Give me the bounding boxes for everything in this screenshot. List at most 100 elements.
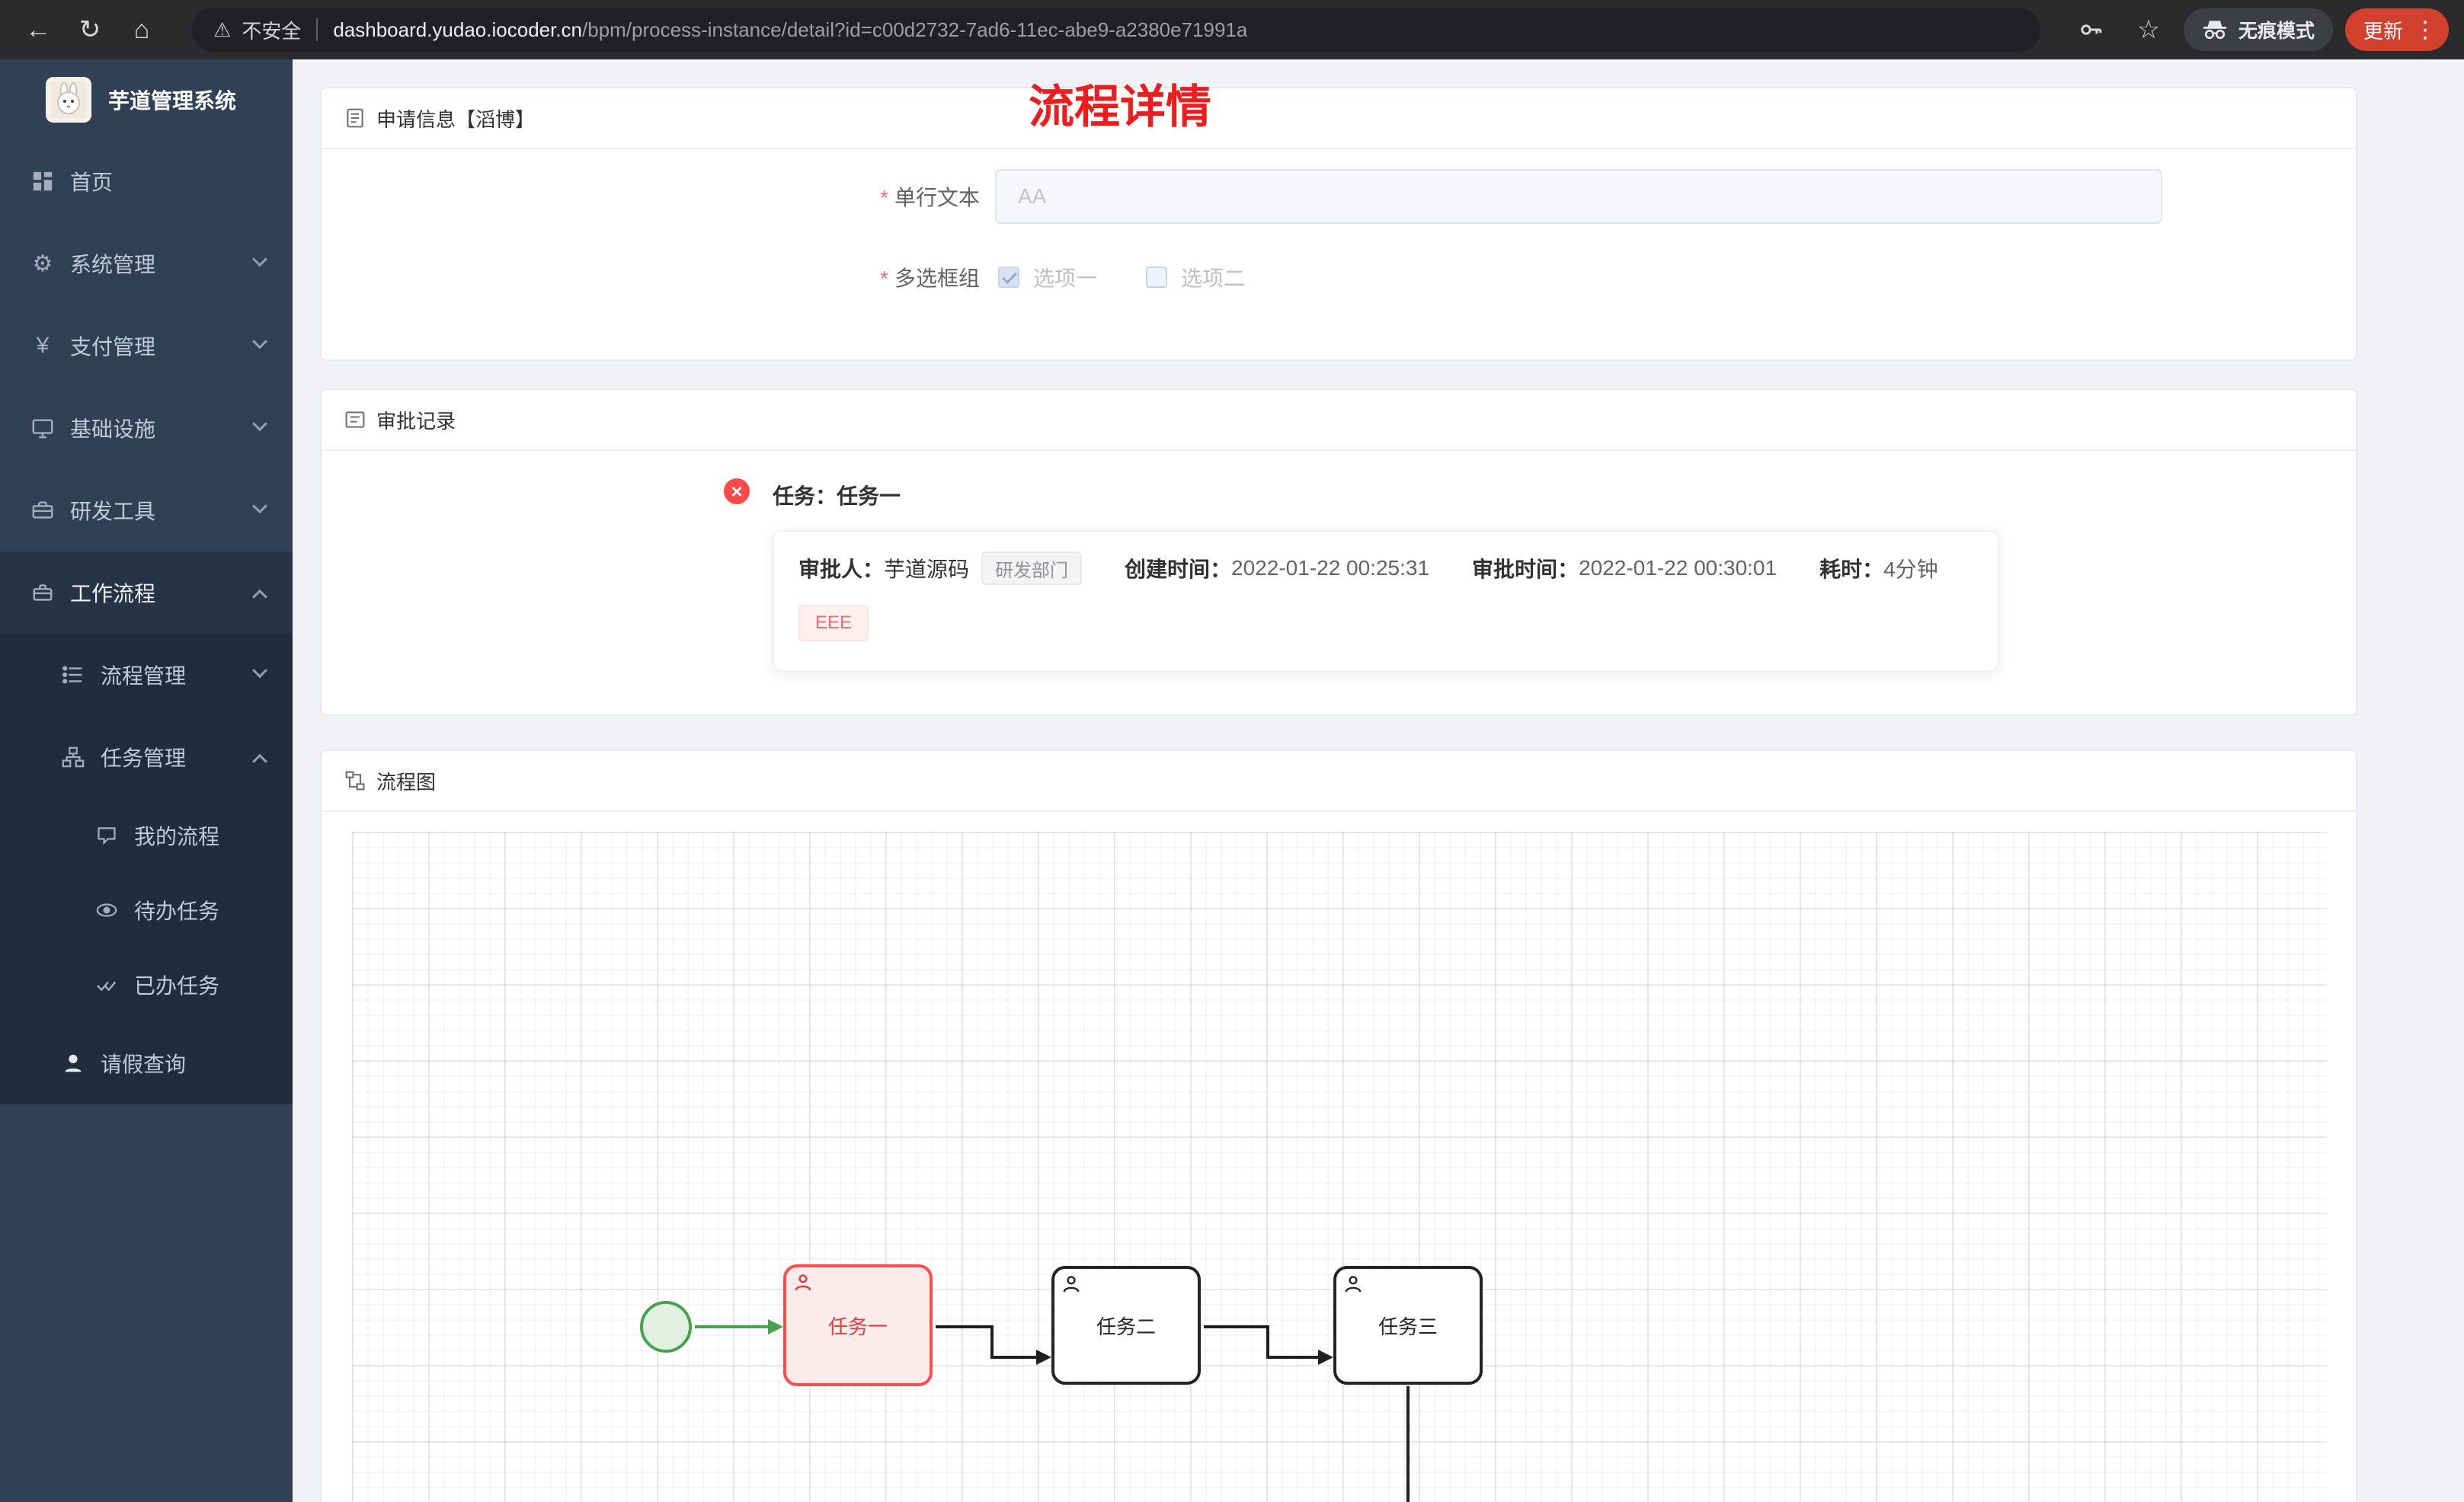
sidebar-item-infra[interactable]: 基础设施 <box>0 387 293 469</box>
sidebar-item-todo-tasks[interactable]: 待办任务 <box>0 873 293 948</box>
chevron-down-icon <box>252 416 267 432</box>
diagram-icon <box>344 770 366 791</box>
bookmark-star-icon[interactable]: ☆ <box>2136 15 2161 44</box>
browser-menu-icon[interactable]: ⋮ <box>2414 17 2437 43</box>
text-field-row: *单行文本 <box>322 169 2356 224</box>
update-button[interactable]: 更新 ⋮ <box>2344 8 2449 51</box>
approval-record-title: 审批记录 <box>376 409 456 433</box>
chevron-down-icon <box>252 334 267 350</box>
required-mark: * <box>880 186 888 209</box>
toolbar-right-cluster: ☆ 无痕模式 更新 ⋮ <box>2068 7 2449 53</box>
checkbox-option-label: 选项一 <box>1033 267 1098 290</box>
sidebar-item-leave-query[interactable]: 请假查询 <box>0 1022 293 1104</box>
process-diagram-title: 流程图 <box>376 770 437 794</box>
address-bar[interactable]: ⚠ 不安全 dashboard.yudao.iocoder.cn/bpm/pro… <box>192 8 2040 52</box>
single-line-text-input[interactable] <box>995 169 2162 224</box>
dashboard-icon <box>30 169 55 193</box>
document-icon <box>344 107 366 129</box>
sidebar-item-label: 首页 <box>70 171 114 194</box>
sidebar-item-label: 研发工具 <box>70 500 156 523</box>
url-domain: dashboard.yudao.iocoder.cn <box>333 18 583 41</box>
user-task-icon <box>1062 1275 1080 1293</box>
sidebar-item-label: 任务管理 <box>101 746 187 770</box>
checkbox-group-label: *多选框组 <box>880 267 980 290</box>
checkbox-unchecked-icon[interactable] <box>1146 267 1168 288</box>
bpmn-edges <box>695 1319 1410 1502</box>
password-key-icon[interactable] <box>2068 7 2114 53</box>
warning-icon: ⚠ <box>213 18 232 41</box>
page-title: 流程详情 <box>1029 81 1211 133</box>
logo-avatar <box>46 77 91 123</box>
rejected-status-icon: × <box>724 478 750 504</box>
toolbox-icon <box>30 498 55 523</box>
sidebar-item-label: 基础设施 <box>70 417 156 441</box>
process-diagram-card: 流程图 任务一 <box>320 749 2357 1502</box>
sidebar-item-task-mgmt[interactable]: 任务管理 <box>0 716 293 798</box>
bpmn-task-2[interactable]: 任务二 <box>1051 1266 1201 1385</box>
sidebar-item-label: 待办任务 <box>134 900 220 923</box>
flow-tree-icon <box>61 745 85 769</box>
approver-label: 审批人： <box>798 558 885 581</box>
sidebar-item-label: 支付管理 <box>70 335 156 359</box>
incognito-label: 无痕模式 <box>2238 21 2315 42</box>
gear-icon: ⚙ <box>32 251 53 276</box>
task-label: 任务一 <box>827 1315 888 1338</box>
eye-icon <box>94 898 119 922</box>
checkbox-option-2[interactable]: 选项二 <box>1146 262 1245 292</box>
process-diagram-header: 流程图 <box>322 751 2356 812</box>
text-field-label: *单行文本 <box>880 186 980 209</box>
department-tag: 研发部门 <box>981 551 1083 585</box>
application-info-title: 申请信息【滔博】 <box>376 107 536 131</box>
chevron-up-icon <box>252 753 267 769</box>
sidebar-item-process-mgmt[interactable]: 流程管理 <box>0 634 293 716</box>
person-icon <box>61 1051 85 1075</box>
user-task-icon <box>794 1274 812 1292</box>
approval-detail-card: 审批人： 芋道源码 研发部门 创建时间： 2022-01-22 00:25:31… <box>773 530 1999 672</box>
back-icon[interactable]: ← <box>25 14 51 44</box>
created-time-pair: 创建时间： 2022-01-22 00:25:31 <box>1125 553 1429 583</box>
approved-time-label: 审批时间： <box>1472 558 1579 581</box>
sidebar: 芋道管理系统 首页 ⚙ 系统管理 ¥ 支付管理 基础设施 <box>0 59 293 1502</box>
approval-record-header: 审批记录 <box>322 390 2356 451</box>
bpmn-task-1[interactable]: 任务一 <box>783 1264 933 1386</box>
url-path: /bpm/process-instance/detail?id=c00d2732… <box>582 18 1248 41</box>
url-text: dashboard.yudao.iocoder.cn/bpm/process-i… <box>333 18 1247 42</box>
sidebar-item-label: 已办任务 <box>134 974 220 998</box>
sidebar-item-done-tasks[interactable]: 已办任务 <box>0 948 293 1022</box>
refresh-icon[interactable]: ↻ <box>78 15 101 44</box>
main-content: 流程详情 申请信息【滔博】 *单行文本 *多选框组 选项一 <box>293 59 2464 1502</box>
home-icon[interactable]: ⌂ <box>133 14 150 44</box>
sidebar-item-home[interactable]: 首页 <box>0 140 293 222</box>
bpmn-task-3[interactable]: 任务三 <box>1333 1266 1483 1385</box>
monitor-icon <box>30 416 55 440</box>
approved-time-value: 2022-01-22 00:30:01 <box>1579 556 1778 580</box>
security-chip[interactable]: ⚠ 不安全 <box>213 16 301 44</box>
sidebar-item-system[interactable]: ⚙ 系统管理 <box>0 222 293 305</box>
bpmn-start-event[interactable] <box>640 1301 692 1353</box>
sidebar-item-workflow[interactable]: 工作流程 <box>0 551 293 634</box>
checkbox-group-row: *多选框组 选项一 选项二 <box>322 262 2356 292</box>
security-label: 不安全 <box>242 19 302 43</box>
chevron-down-icon <box>252 663 267 679</box>
sidebar-item-my-process[interactable]: 我的流程 <box>0 798 293 873</box>
bpmn-canvas[interactable]: 任务一 任务二 任务三 <box>352 832 2327 1502</box>
sidebar-item-label: 请假查询 <box>101 1053 187 1076</box>
sidebar-item-label: 工作流程 <box>70 582 156 606</box>
checkbox-checked-icon[interactable] <box>998 267 1019 288</box>
approval-task-title: 任务：任务一 <box>773 484 901 508</box>
checkbox-option-1[interactable]: 选项一 <box>998 262 1097 292</box>
list-icon <box>61 663 85 687</box>
user-task-icon <box>1344 1275 1362 1293</box>
duration-value: 4分钟 <box>1883 558 1938 581</box>
sidebar-item-label: 流程管理 <box>101 664 187 688</box>
created-time-value: 2022-01-22 00:25:31 <box>1231 556 1430 580</box>
approval-record-card: 审批记录 × 任务：任务一 审批人： 芋道源码 研发部门 创建时间： 2022-… <box>320 388 2357 716</box>
sidebar-item-payment[interactable]: ¥ 支付管理 <box>0 305 293 387</box>
sidebar-logo[interactable]: 芋道管理系统 <box>0 59 293 140</box>
record-icon <box>344 409 366 430</box>
task-label: 任务二 <box>1096 1315 1156 1338</box>
checkbox-group: 选项一 选项二 <box>998 262 1245 292</box>
sidebar-item-devtools[interactable]: 研发工具 <box>0 469 293 551</box>
task-label: 任务三 <box>1378 1315 1438 1338</box>
double-check-icon <box>94 973 119 997</box>
